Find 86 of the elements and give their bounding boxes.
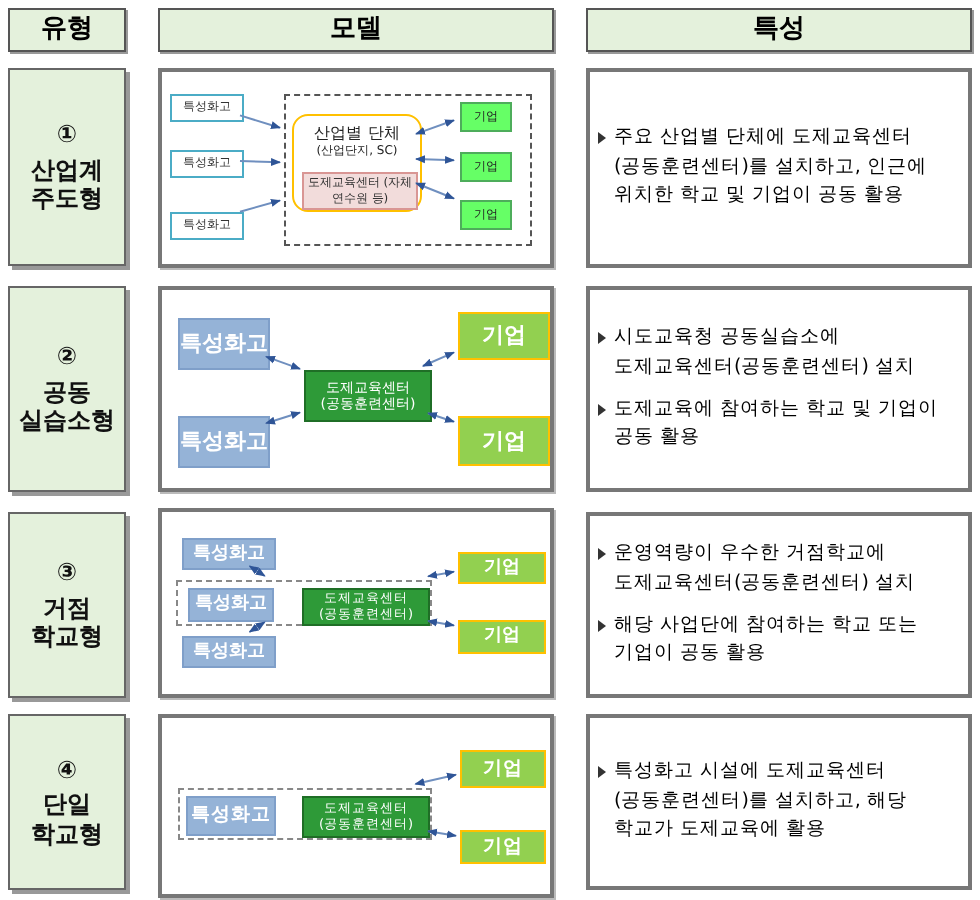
arrow <box>248 565 266 577</box>
type-label: 거점 학교형 <box>29 593 105 652</box>
circled-number: ② <box>56 342 78 372</box>
dashed-group-box <box>178 788 432 840</box>
description-cell <box>586 512 972 698</box>
organization-box <box>292 114 422 212</box>
header-label: 특성 <box>753 14 805 46</box>
box-label: 기업 <box>482 322 526 350</box>
type-label: 공동 실습소형 <box>17 377 117 436</box>
model-panel <box>158 286 554 492</box>
box-label: 기업 <box>483 757 523 781</box>
description-text: 운영역량이 우수한 거점학교에 도제교육센터(공동훈련센터) 설치 <box>614 540 917 598</box>
header-cell <box>586 8 972 52</box>
box-label: 기업 <box>482 427 526 455</box>
company-box <box>458 620 546 654</box>
arrow <box>265 355 301 370</box>
description-text: 도제교육에 참여하는 학교 및 기업이 공동 활용 <box>614 395 941 453</box>
school-box <box>186 796 276 836</box>
center-box <box>302 796 430 838</box>
header-cell <box>8 8 126 52</box>
description-cell <box>586 714 972 890</box>
description-text: 주요 산업별 단체에 도제교육센터(공동훈련센터)를 설치하고, 인근에 위치한 학교 및 기업이 공동 활용 <box>614 123 929 211</box>
type-cell <box>8 512 126 698</box>
description-text: 해당 사업단에 참여하는 학교 또는 기업이 공동 활용 <box>614 611 921 669</box>
model-panel <box>158 68 554 268</box>
box-label: 특성화고 <box>191 804 271 828</box>
type-cell <box>8 286 126 492</box>
company-box <box>460 200 512 230</box>
company-box <box>458 416 550 466</box>
company-box <box>460 750 546 788</box>
model-panel <box>158 508 554 698</box>
box-label: 특성화고 <box>193 641 265 663</box>
header-label: 모델 <box>330 14 382 46</box>
school-box <box>182 636 276 668</box>
arrow <box>239 199 281 213</box>
arrow <box>427 828 457 839</box>
dashed-group-box <box>284 94 532 246</box>
company-box <box>460 830 546 864</box>
arrow <box>427 412 455 423</box>
description-text: 시도교육청 공동실습소에 도제교육센터(공동훈련센터) 설치 <box>614 324 917 382</box>
circled-number: ③ <box>56 558 78 588</box>
school-box <box>170 94 244 122</box>
organization-label: 산업별 단체 <box>314 124 400 144</box>
arrow <box>415 119 455 135</box>
type-label: 단일 학교형 <box>29 790 105 849</box>
arrow <box>239 158 281 167</box>
school-box <box>178 318 270 370</box>
box-label: 특성화고 <box>180 330 268 358</box>
arrow <box>265 411 301 425</box>
description-text: 특성화고 시설에 도제교육센터(공동훈련센터)를 설치하고, 해당 학교가 도제교육에 활용 <box>614 757 909 845</box>
arrow <box>415 182 455 200</box>
school-box <box>170 150 244 178</box>
box-label: 기업 <box>483 835 523 859</box>
arrow <box>414 772 457 786</box>
school-box <box>178 416 270 468</box>
company-box <box>460 102 512 132</box>
company-box <box>460 152 512 182</box>
box-label: 특성화고 <box>180 428 268 456</box>
company-box <box>458 312 550 360</box>
description-cell <box>586 68 972 268</box>
company-box <box>458 552 546 584</box>
arrow <box>415 155 455 164</box>
header-label: 유형 <box>41 14 93 46</box>
type-cell <box>8 68 126 266</box>
school-box <box>170 212 244 240</box>
school-box <box>182 538 276 570</box>
arrow <box>427 569 455 579</box>
center-box <box>304 370 432 422</box>
model-panel <box>158 714 554 898</box>
school-box <box>188 588 274 622</box>
circled-number: ④ <box>56 755 78 785</box>
box-label: 기업 <box>484 557 520 579</box>
dashed-group-box <box>176 580 432 626</box>
arrow <box>248 621 266 633</box>
type-cell <box>8 714 126 890</box>
arrow <box>239 114 281 129</box>
circled-number: ① <box>56 120 78 150</box>
arrow <box>421 351 455 367</box>
box-label: 기업 <box>484 626 520 648</box>
arrow <box>427 618 455 628</box>
center-box <box>302 588 430 626</box>
box-label: 특성화고 <box>193 543 265 565</box>
box-label: 특성화고 <box>195 594 267 616</box>
type-label: 산업계 주도형 <box>29 155 105 214</box>
header-cell <box>158 8 554 52</box>
description-cell <box>586 286 972 492</box>
